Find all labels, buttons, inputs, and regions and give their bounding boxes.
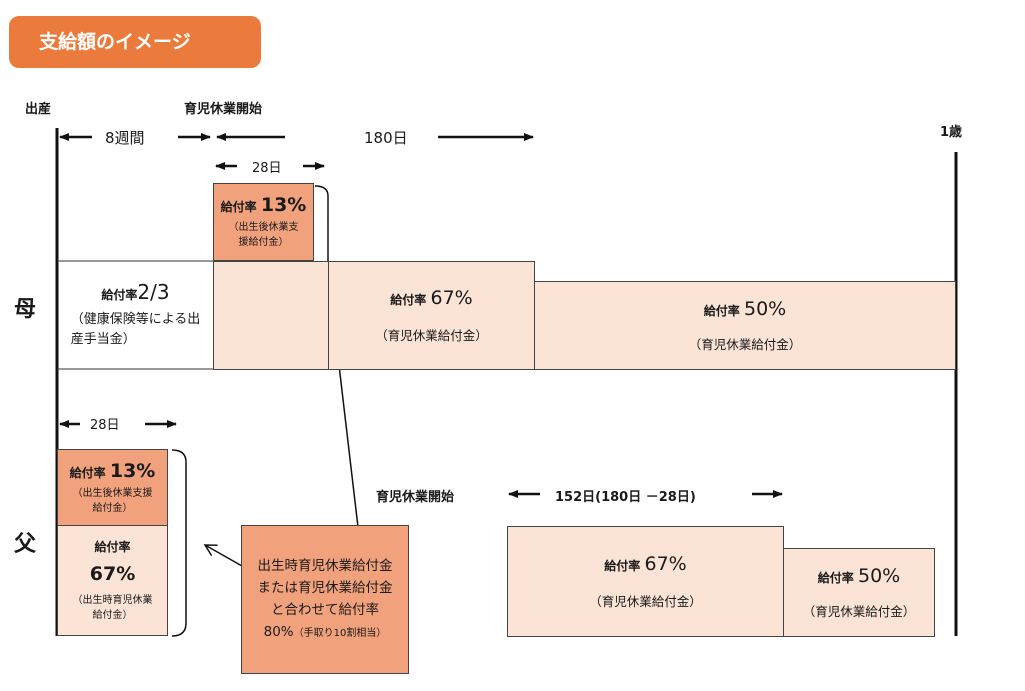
mother-postbirth-box: 給付率 13% （出生後休業支 援給付金） (213, 183, 314, 261)
callout-box: 出生時育児休業給付金 または育児休業給付金 と合わせて給付率 80%（手取り10… (241, 525, 409, 674)
leave-start-label: 育児休業開始 (184, 102, 263, 117)
mother-leave50-box: 給付率 50% （育児休業給付金） (534, 281, 956, 370)
birth-label: 出産 (25, 102, 52, 117)
mother-postbirth-note: （出生後休業支 援給付金） (228, 222, 299, 248)
days180-label: 180日 (364, 129, 408, 147)
father-birthtime-rate-label: 給付率 (94, 540, 131, 554)
father-postbirth-note: （出生後休業支援 給付金） (72, 487, 153, 514)
father-bracket (171, 449, 187, 637)
mother-postbirth-rate: 給付率 13% (220, 194, 307, 216)
mother-health-rate: 給付率2/3 (101, 280, 170, 304)
mother-leave50-rate: 給付率 50% (703, 298, 787, 320)
callout-line2: または育児休業給付金 (257, 579, 393, 596)
callout-line3: と合わせて給付率 (271, 601, 379, 618)
callout-line1: 出生時育児休業給付金 (257, 557, 393, 574)
father-birthtime-box: 給付率 67% （出生時育児休業 給付金） (57, 525, 168, 636)
father-birthtime-note: （出生時育児休業 給付金） (72, 595, 153, 621)
mother-health-block: 給付率2/3 （健康保険等による出 産手当金） (58, 262, 213, 368)
mother-leave50-note: （育児休業給付金） (688, 337, 802, 352)
mother-health-note: （健康保険等による出 産手当金） (70, 312, 201, 347)
father-leave-start-label: 育児休業開始 (376, 490, 455, 505)
weeks8-label: 8週間 (105, 129, 145, 147)
father-leave67-rate: 給付率 67% (604, 553, 687, 575)
mother-label: 母 (14, 297, 37, 322)
mother-leave67-note: （育児休業給付金） (375, 328, 488, 343)
mother-postbirth-base (213, 261, 329, 370)
d152-label: 152日(180日 －28日) (555, 490, 696, 505)
father-postbirth-box: 給付率 13% （出生後休業支援 給付金） (57, 449, 168, 526)
father-leave67-box: 給付率 67% （育児休業給付金） (507, 526, 784, 637)
mother-leave67-box: 給付率 67% （育児休業給付金） (328, 261, 535, 370)
father-leave50-note: （育児休業給付金） (802, 604, 916, 619)
m28-label: 28日 (252, 161, 282, 176)
father-leave50-box: 給付率 50% （育児休業給付金） (783, 548, 935, 637)
one-year-label: 1歳 (940, 125, 963, 140)
father-birthtime-rate-value: 67% (89, 563, 136, 585)
callout-to-father-arrow (203, 544, 243, 567)
mother-leave67-rate: 給付率 67% (390, 287, 473, 309)
title-badge: 支給額のイメージ (9, 16, 261, 68)
father-postbirth-rate: 給付率 13% (69, 459, 156, 482)
father-label: 父 (14, 532, 37, 557)
page-title: 支給額のイメージ (39, 31, 191, 53)
callout-line4: 80%（手取り10割相当） (263, 623, 387, 640)
father-leave67-note: （育児休業給付金） (589, 594, 702, 609)
father-leave50-rate: 給付率 50% (817, 565, 901, 587)
f28-label: 28日 (90, 418, 120, 433)
